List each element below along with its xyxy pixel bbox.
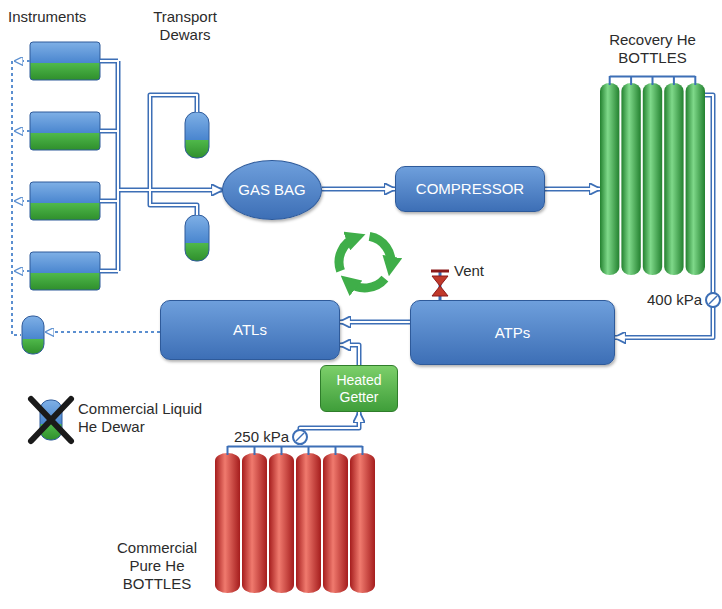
pressure-gauge xyxy=(293,430,307,444)
process-box: COMPRESSOR xyxy=(395,166,545,212)
pipe-wall xyxy=(322,187,395,192)
gas-cylinder-bank: Recovery He BOTTLES xyxy=(600,75,705,275)
gas-cylinder xyxy=(296,453,321,593)
gas-bag: GAS BAG xyxy=(222,160,322,220)
node-label: COMPRESSOR xyxy=(416,180,524,197)
gas-cylinder xyxy=(350,453,375,593)
crossed-dewar xyxy=(31,399,71,441)
gas-cylinder xyxy=(242,453,267,593)
gas-cylinder-bank: Commercial Pure He BOTTLES xyxy=(215,445,375,593)
gas-cylinder xyxy=(664,83,683,275)
pipe-core xyxy=(300,412,359,445)
pipe-connector xyxy=(300,412,359,445)
manifold xyxy=(228,446,363,448)
gas-cylinder xyxy=(643,83,662,275)
vent-valve xyxy=(431,271,449,300)
pipe-core xyxy=(322,188,395,190)
cylinder-drawing xyxy=(215,445,375,593)
node-label: Commercial Pure He BOTTLES xyxy=(107,539,207,593)
pipe-wall xyxy=(340,345,359,365)
pipe-connector xyxy=(340,322,410,323)
instrument-boxes xyxy=(30,42,100,290)
node-label: ATLs xyxy=(233,321,267,338)
node-label: GAS BAG xyxy=(238,181,306,198)
gas-cylinder xyxy=(600,83,619,275)
node-label: Heated Getter xyxy=(325,372,393,404)
process-box: ATPs xyxy=(410,300,615,365)
gas-cylinder xyxy=(269,453,294,593)
node-label: ATPs xyxy=(495,324,531,341)
pipe-connector xyxy=(322,189,395,190)
group-label: Instruments xyxy=(8,8,108,26)
pipe-wall xyxy=(545,187,600,192)
getter-box: Heated Getter xyxy=(320,365,398,412)
liquid-return-lines xyxy=(12,61,160,335)
gas-cylinder xyxy=(323,453,348,593)
pipe-core xyxy=(340,345,359,365)
pipe-core xyxy=(545,188,600,190)
collection-pipes xyxy=(100,61,222,271)
pressure-gauge xyxy=(706,293,720,307)
pipe-core xyxy=(340,321,410,323)
gas-cylinder xyxy=(686,83,705,275)
node-label: Recovery He BOTTLES xyxy=(600,31,705,67)
dewar-label: Commercial Liquid He Dewar xyxy=(78,400,203,436)
pipe-connector xyxy=(545,189,600,190)
process-box: ATLs xyxy=(160,300,340,360)
cylinder-drawing xyxy=(600,75,705,275)
group-label: Transport Dewars xyxy=(140,8,230,44)
gas-cylinder xyxy=(215,453,240,593)
gas-cylinder xyxy=(621,83,640,275)
valve-label: Vent xyxy=(454,262,504,280)
recycle-symbol xyxy=(339,236,391,288)
pressure-label: 400 kPa xyxy=(630,291,702,309)
pipe-wall xyxy=(300,412,359,445)
pressure-label: 250 kPa xyxy=(215,428,289,446)
manifold xyxy=(610,76,696,78)
pipe-wall xyxy=(340,320,410,325)
pipe-connector xyxy=(340,345,359,365)
